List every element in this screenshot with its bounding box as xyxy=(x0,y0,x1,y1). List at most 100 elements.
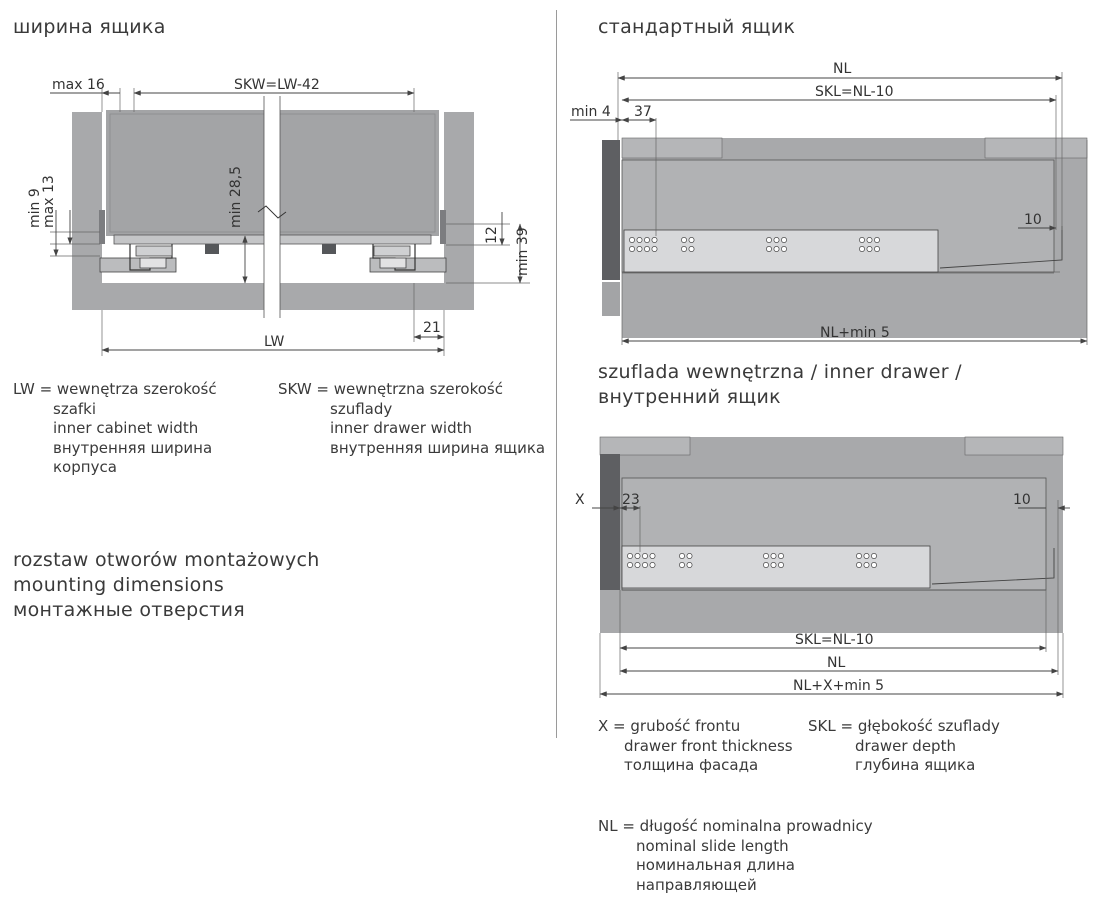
legend-lw: LW = wewnętrza szerokość szafki inner ca… xyxy=(13,380,217,478)
mounting-hole xyxy=(629,237,635,243)
mounting-hole xyxy=(863,562,870,568)
standard-drawer-drawing xyxy=(602,137,1088,338)
legend-x-line: drawer front thickness xyxy=(624,736,793,755)
mounting-hole xyxy=(866,246,873,252)
legend-x: X = grubość frontu drawer front thicknes… xyxy=(598,717,793,776)
mounting-hole xyxy=(651,237,658,243)
legend-x-line: толщина фасада xyxy=(624,756,759,774)
mounting-hole xyxy=(781,246,787,252)
inner-dim-nl-x-min5: NL+X+min 5 xyxy=(793,678,884,694)
mounting-hole xyxy=(644,246,650,252)
mounting-hole xyxy=(859,246,865,252)
legend-nl-line: номинальная длина xyxy=(636,856,795,874)
legend-lw-line: корпуса xyxy=(53,458,117,476)
mounting-hole xyxy=(871,553,877,559)
mounting-hole xyxy=(770,553,777,559)
std-dim-skl: SKL=NL-10 xyxy=(815,84,894,100)
std-dimensions xyxy=(570,72,1088,345)
inner-drawer-drawing xyxy=(599,436,1064,633)
mounting-hole xyxy=(856,553,862,559)
mounting-hole xyxy=(688,246,695,252)
mounting-hole xyxy=(763,562,769,568)
std-dim-min4: min 4 xyxy=(571,104,611,120)
mounting-hole xyxy=(766,237,772,243)
std-dim-nl: NL xyxy=(833,61,851,77)
legend-nl-line: направляющей xyxy=(636,875,757,894)
inner-dimensions xyxy=(592,500,1070,698)
inner-slide xyxy=(621,545,931,589)
mounting-hole xyxy=(644,237,650,243)
mounting-hole xyxy=(770,562,777,568)
inner-dim-nl: NL xyxy=(827,655,845,671)
mounting-hole xyxy=(679,562,685,568)
std-dim-10: 10 xyxy=(1024,212,1042,228)
mounting-hole xyxy=(778,562,784,568)
width-section-drawing xyxy=(50,88,530,356)
mounting-hole xyxy=(773,237,780,243)
inner-front-panel xyxy=(600,454,620,590)
mounting-hole xyxy=(686,553,693,559)
legend-skl: SKL = głębokość szuflady drawer depth гл… xyxy=(808,717,1000,776)
legend-lw-line: inner cabinet width xyxy=(53,419,199,437)
mounting-hole xyxy=(681,237,687,243)
mounting-hole xyxy=(856,562,862,568)
mounting-hole xyxy=(766,246,772,252)
mounting-hole xyxy=(651,246,658,252)
left-title: ширина ящика xyxy=(13,16,166,38)
legend-lw-line: LW = wewnętrza szerokość xyxy=(13,380,217,398)
legend-x-line: X = grubość frontu xyxy=(598,717,741,735)
legend-nl-line: NL = długość nominalna prowadnicy xyxy=(598,817,873,835)
panel-divider xyxy=(556,10,557,738)
inner-title-line-1: szuflada wewnętrzna / inner drawer / xyxy=(598,361,962,383)
legend-lw-line: внутренняя ширина xyxy=(53,438,213,457)
dim-lw: LW xyxy=(264,334,285,350)
std-dim-37: 37 xyxy=(634,104,652,120)
dim-21: 21 xyxy=(423,320,441,336)
mounting-hole xyxy=(859,237,865,243)
standard-drawer-title: стандартный ящик xyxy=(598,16,796,38)
mounting-line: rozstaw otworów montażowych xyxy=(13,549,320,571)
dim-max16: max 16 xyxy=(52,77,105,93)
mounting-hole xyxy=(773,246,780,252)
mounting-hole xyxy=(686,562,693,568)
mounting-hole xyxy=(866,237,873,243)
mounting-dimensions-heading: rozstaw otworów montażowych mounting dim… xyxy=(13,548,320,623)
mounting-hole xyxy=(627,553,633,559)
mounting-hole xyxy=(642,553,648,559)
std-mounting-holes xyxy=(629,237,880,252)
mounting-hole xyxy=(681,246,687,252)
mounting-hole xyxy=(781,237,787,243)
mounting-hole xyxy=(679,553,685,559)
dim-min28-5: min 28,5 xyxy=(228,166,244,228)
inner-mounting-holes xyxy=(627,553,877,568)
mounting-hole xyxy=(627,562,633,568)
mounting-hole xyxy=(636,237,643,243)
mounting-hole xyxy=(634,562,641,568)
mounting-line: монтажные отверстия xyxy=(13,599,245,621)
right-runner xyxy=(369,244,447,273)
inner-dim-10: 10 xyxy=(1013,492,1031,508)
legend-nl: NL = długość nominalna prowadnicy nomina… xyxy=(598,817,873,895)
std-front-panel xyxy=(602,140,620,280)
inner-dim-skl: SKL=NL-10 xyxy=(795,632,874,648)
inner-dim-x: X xyxy=(575,492,585,508)
mounting-hole xyxy=(874,246,880,252)
mounting-hole xyxy=(636,246,643,252)
inner-dim-23: 23 xyxy=(622,492,640,508)
legend-skl-line: SKL = głębokość szuflady xyxy=(808,717,1000,735)
legend-skl-line: drawer depth xyxy=(855,736,956,755)
mounting-hole xyxy=(863,553,870,559)
mounting-hole xyxy=(649,562,656,568)
dim-skw: SKW=LW-42 xyxy=(234,77,320,93)
mounting-hole xyxy=(778,553,784,559)
legend-skw: SKW = wewnętrzna szerokość szuflady inne… xyxy=(278,380,545,458)
mounting-hole xyxy=(763,553,769,559)
mounting-hole xyxy=(649,553,656,559)
mounting-hole xyxy=(629,246,635,252)
left-runner xyxy=(99,244,177,273)
dim-max13: max 13 xyxy=(41,175,57,228)
legend-lw-line: szafki xyxy=(53,399,97,418)
mounting-hole xyxy=(871,562,877,568)
legend-skw-line: SKW = wewnętrzna szerokość xyxy=(278,380,503,398)
